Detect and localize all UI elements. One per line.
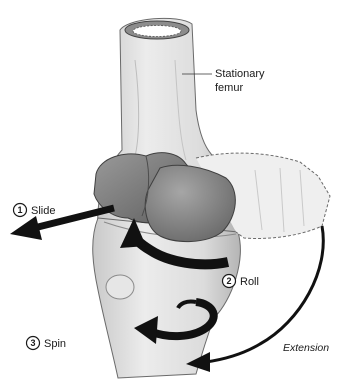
step-2-number: 2 <box>226 276 231 286</box>
label-stationary-femur-line1: Stationary <box>215 68 265 80</box>
fibular-head <box>106 275 134 299</box>
label-slide: 1 Slide <box>14 204 56 218</box>
tibia <box>93 218 241 378</box>
label-stationary-femur: Stationary femur <box>215 68 265 94</box>
step-3-number: 3 <box>30 338 35 348</box>
label-spin-text: Spin <box>44 338 66 350</box>
label-extension: Extension <box>283 342 329 354</box>
label-roll: 2 Roll <box>223 275 259 289</box>
label-roll-text: Roll <box>240 276 259 288</box>
label-spin: 3 Spin <box>27 337 67 351</box>
step-1-number: 1 <box>17 205 22 215</box>
label-stationary-femur-line2: femur <box>215 82 243 94</box>
label-slide-text: Slide <box>31 205 55 217</box>
